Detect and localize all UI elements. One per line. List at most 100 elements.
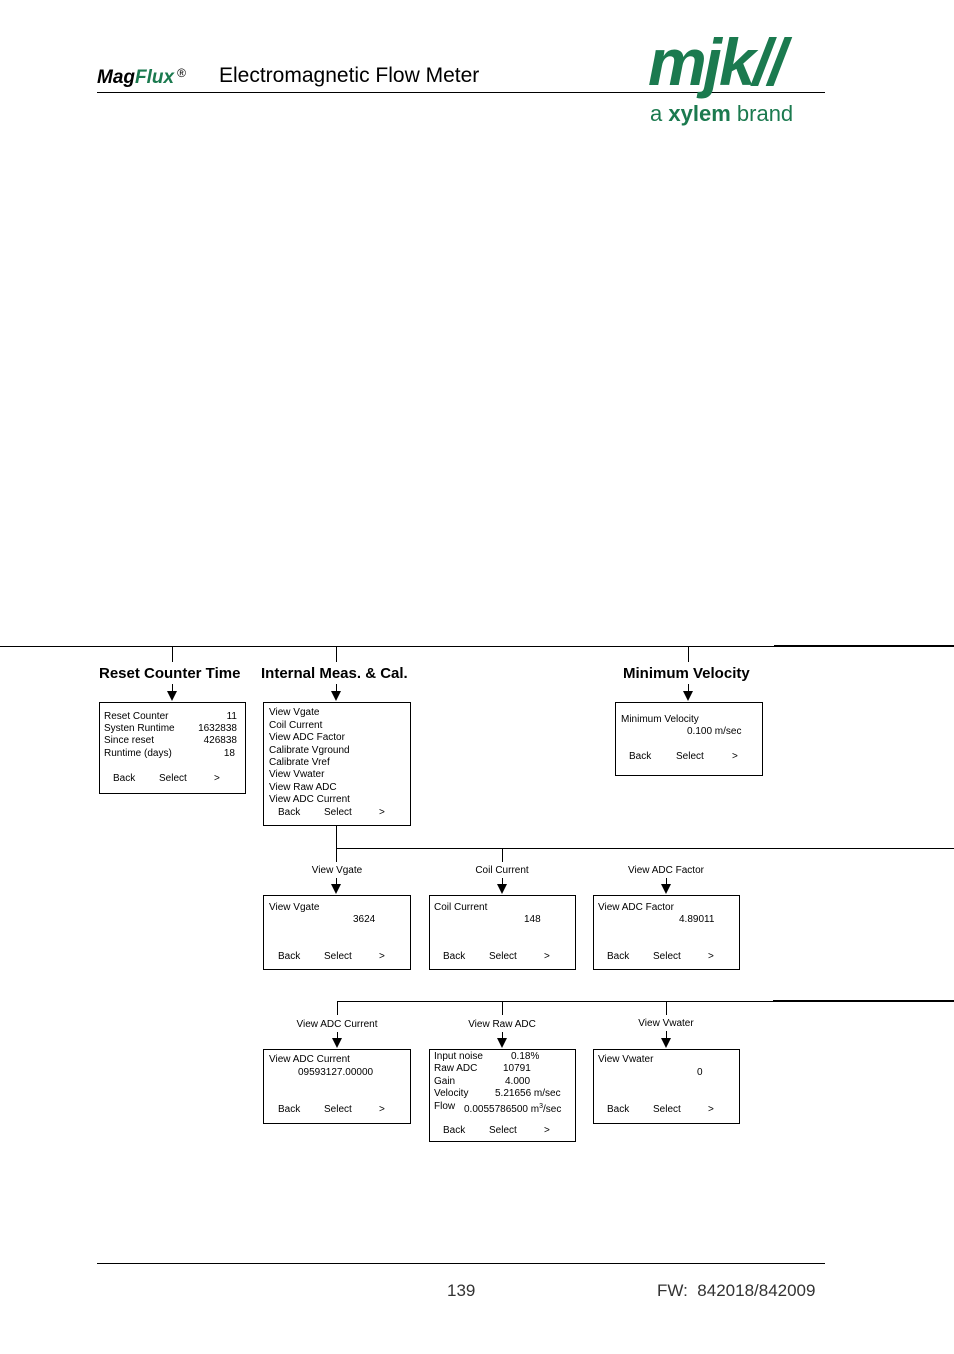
row-label: Reset Counter: [104, 711, 169, 722]
back-key[interactable]: Back: [278, 1104, 301, 1115]
menu-item-view-vwater[interactable]: View Vwater: [269, 769, 325, 780]
next-key[interactable]: >: [544, 1125, 550, 1136]
connector-vwater: [666, 1001, 667, 1015]
connector-coil: [502, 848, 503, 862]
menu-item-view-raw-adc[interactable]: View Raw ADC: [269, 782, 337, 793]
select-key[interactable]: Select: [159, 773, 187, 784]
next-key[interactable]: >: [379, 951, 385, 962]
next-key[interactable]: >: [379, 807, 385, 818]
screen-title: Minimum Velocity: [621, 714, 699, 725]
back-key[interactable]: Back: [607, 951, 630, 962]
connector-raw-arrow: [502, 1032, 503, 1038]
row-value: 18: [223, 748, 235, 759]
connector-minvel-top: [688, 646, 689, 662]
heading-reset-counter: Reset Counter Time: [99, 665, 241, 682]
label-view-vgate: View Vgate: [311, 865, 363, 876]
connector-internal-down: [336, 826, 337, 848]
row-label: Systen Runtime: [104, 723, 175, 734]
arrow-coil: [497, 884, 507, 894]
flow-number: 0.0055786500 m: [464, 1104, 540, 1115]
row-label: Gain: [434, 1076, 456, 1087]
screen-internal-meas: View Vgate Coil Current View ADC Factor …: [263, 702, 411, 826]
screen-coil-current: Coil Current 148 Back Select >: [429, 895, 576, 970]
page-title: Electromagnetic Flow Meter: [219, 64, 480, 87]
back-key[interactable]: Back: [113, 773, 136, 784]
next-key[interactable]: >: [379, 1104, 385, 1115]
row-label: Flow: [434, 1101, 456, 1112]
connector-internal-top: [336, 646, 337, 662]
arrow-vgate: [331, 884, 341, 894]
label-coil-current: Coil Current: [475, 865, 529, 876]
connector-vgate-arrow: [336, 878, 337, 884]
connector-vwater-arrow: [666, 1031, 667, 1038]
menu-item-view-vgate[interactable]: View Vgate: [269, 707, 320, 718]
menu-item-view-adc-factor[interactable]: View ADC Factor: [269, 732, 345, 743]
arrow-minvel: [683, 691, 693, 701]
screen-view-adc-current: View ADC Current 09593127.00000 Back Sel…: [263, 1049, 411, 1124]
page-number: 139: [447, 1281, 476, 1300]
next-key[interactable]: >: [708, 951, 714, 962]
select-key[interactable]: Select: [653, 1104, 681, 1115]
firmware-version: FW: 842018/842009: [657, 1281, 816, 1300]
select-key[interactable]: Select: [489, 1125, 517, 1136]
connector-adcf-arrow: [666, 878, 667, 884]
tree-line-row2-left: [337, 1001, 773, 1002]
back-key[interactable]: Back: [629, 751, 652, 762]
arrow-adc-factor: [661, 884, 671, 894]
back-key[interactable]: Back: [278, 951, 301, 962]
back-key[interactable]: Back: [443, 1125, 466, 1136]
brand-registered: ®: [177, 66, 186, 80]
brand-flux: Flux: [135, 67, 175, 88]
heading-internal-meas: Internal Meas. & Cal.: [261, 665, 408, 682]
tree-line-row1: [336, 848, 954, 849]
menu-item-view-adc-current[interactable]: View ADC Current: [269, 794, 350, 805]
screen-title: Coil Current: [434, 902, 488, 913]
connector-internal-arrow: [336, 684, 337, 692]
connector-vgate: [336, 848, 337, 862]
select-key[interactable]: Select: [324, 951, 352, 962]
logo-sub-a: a: [650, 101, 663, 126]
screen-value: 3624: [353, 914, 376, 925]
brand-mag: Mag: [97, 67, 135, 88]
heading-min-velocity: Minimum Velocity: [623, 665, 750, 682]
connector-reset-arrow: [172, 684, 173, 692]
menu-item-coil-current[interactable]: Coil Current: [269, 720, 323, 731]
menu-item-calibrate-vref[interactable]: Calibrate Vref: [269, 757, 330, 768]
screen-title: View Vwater: [598, 1054, 654, 1065]
next-key[interactable]: >: [544, 951, 550, 962]
arrow-internal: [331, 691, 341, 701]
next-key[interactable]: >: [214, 773, 220, 784]
screen-value: 4.89011: [679, 914, 715, 925]
screen-title: View ADC Current: [269, 1054, 350, 1065]
row-value: 4.000: [505, 1076, 531, 1087]
arrow-raw-adc: [497, 1038, 507, 1048]
next-key[interactable]: >: [732, 751, 738, 762]
select-key[interactable]: Select: [324, 807, 352, 818]
row-value: 0.18%: [511, 1051, 540, 1062]
connector-raw-adc: [502, 1001, 503, 1015]
flow-sup: 3: [539, 1103, 543, 1110]
row-label: Since reset: [104, 735, 155, 746]
label-view-adc-current: View ADC Current: [296, 1019, 378, 1030]
select-key[interactable]: Select: [324, 1104, 352, 1115]
connector-adcc-arrow: [337, 1032, 338, 1038]
connector-adc-current: [337, 1001, 338, 1015]
select-key[interactable]: Select: [653, 951, 681, 962]
screen-value: 0: [697, 1067, 703, 1078]
footer-rule: [97, 1263, 825, 1264]
select-key[interactable]: Select: [676, 751, 704, 762]
menu-item-calibrate-vground[interactable]: Calibrate Vground: [269, 745, 350, 756]
header-rule: [97, 92, 825, 93]
back-key[interactable]: Back: [443, 951, 466, 962]
tree-line-row2-right: [773, 1000, 954, 1002]
back-key[interactable]: Back: [278, 807, 301, 818]
select-key[interactable]: Select: [489, 951, 517, 962]
logo-sub-brand: brand: [736, 101, 794, 126]
connector-coil-arrow: [502, 878, 503, 884]
row-value: 1632838: [198, 723, 237, 734]
next-key[interactable]: >: [708, 1104, 714, 1115]
back-key[interactable]: Back: [607, 1104, 630, 1115]
row-label: Input noise: [434, 1051, 483, 1062]
arrow-adc-current: [332, 1038, 342, 1048]
screen-view-vwater: View Vwater 0 Back Select >: [593, 1049, 740, 1124]
